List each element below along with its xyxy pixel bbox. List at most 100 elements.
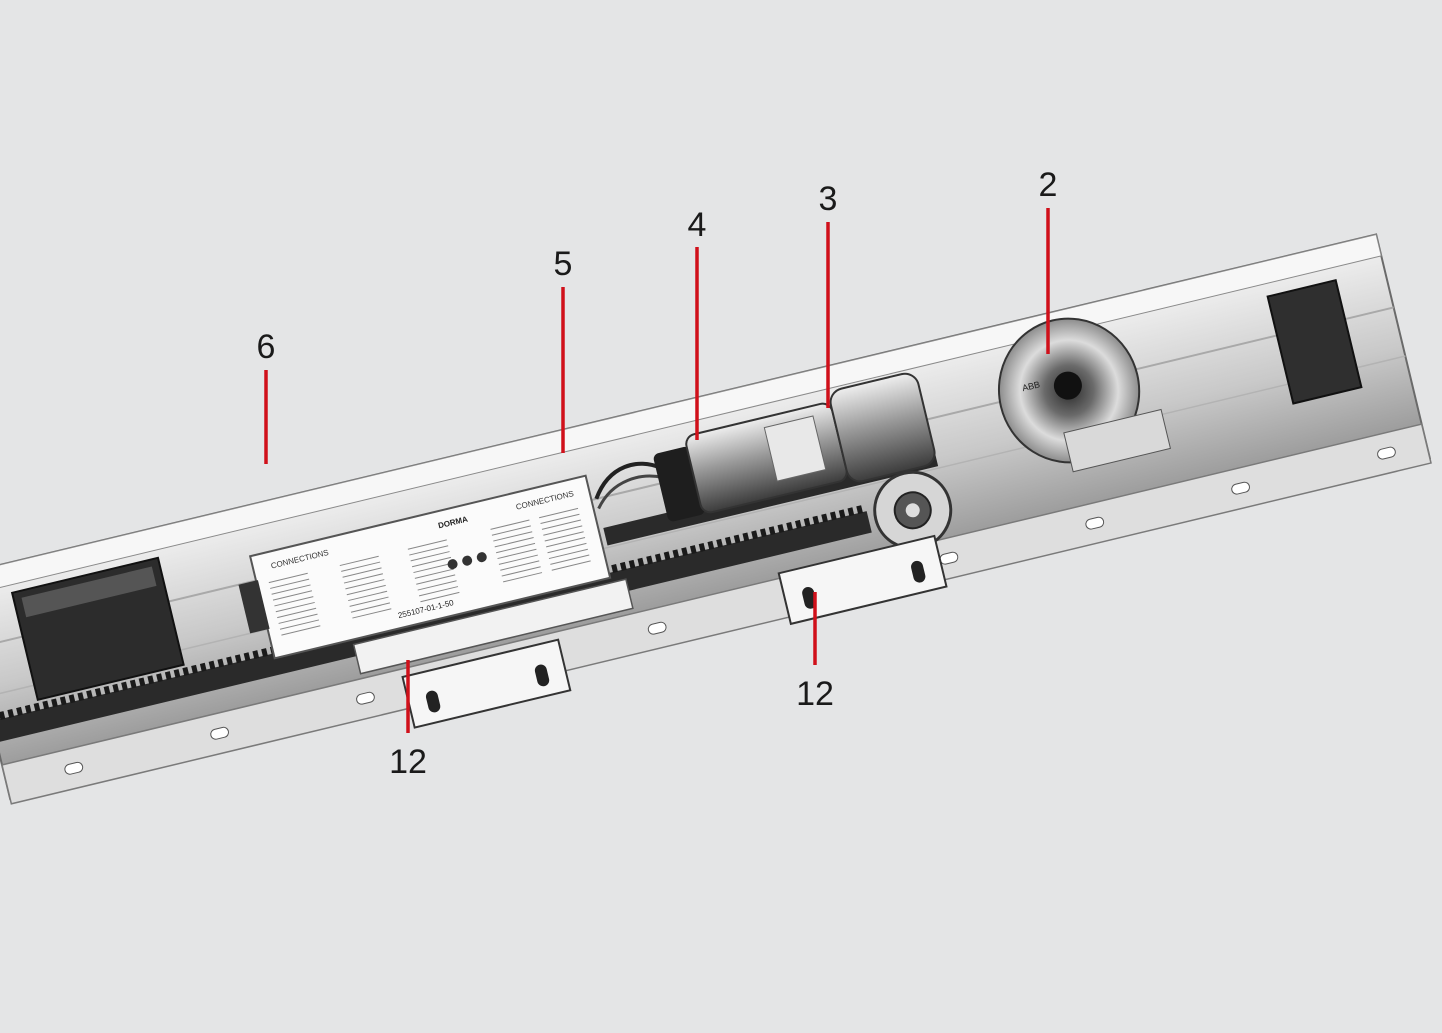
belt-tooth: [812, 515, 820, 525]
fine-print-line: [546, 537, 586, 548]
belt-tooth: [663, 551, 671, 561]
belt-tooth: [628, 559, 636, 569]
bracket-slot: [911, 560, 926, 583]
belt-tooth: [121, 681, 128, 691]
belt-tooth: [173, 669, 181, 679]
fine-print-line: [275, 601, 315, 613]
belt-tooth: [261, 648, 268, 658]
belt-tooth: [68, 694, 76, 704]
callout-label: 4: [688, 206, 707, 244]
belt-tooth: [129, 679, 137, 689]
fine-print-line: [352, 608, 392, 619]
module-terminal: [476, 552, 487, 563]
callout-label: 12: [796, 675, 834, 713]
callout-2: 2: [1039, 166, 1058, 354]
belt-tooth: [252, 650, 260, 660]
callout-6: 6: [257, 328, 275, 464]
fine-print-line: [540, 513, 580, 525]
belt-tooth: [243, 652, 251, 662]
belt-tooth: [33, 702, 41, 712]
fine-print-line: [277, 607, 317, 619]
fine-print-line: [279, 619, 320, 630]
belt-tooth: [786, 522, 793, 531]
callout-label: 2: [1039, 166, 1058, 204]
fine-print-line: [547, 542, 587, 554]
belt-tooth: [707, 540, 715, 550]
fine-print-line: [272, 590, 313, 601]
belt-tooth: [24, 704, 32, 714]
belt-tooth: [716, 538, 723, 548]
fine-print-line: [491, 525, 531, 536]
fine-print-line: [349, 596, 389, 607]
belt-tooth: [803, 517, 811, 527]
flange-slot: [64, 761, 84, 775]
belt-tooth: [7, 708, 15, 718]
right-end-stop: [1266, 278, 1363, 405]
belt-tooth: [191, 664, 198, 674]
fine-print-line: [494, 537, 534, 548]
belt-tooth: [94, 687, 102, 697]
fine-print-line: [278, 613, 318, 624]
fine-print-line: [551, 560, 591, 571]
callout-label: 3: [819, 180, 838, 218]
fine-print-line: [345, 579, 385, 590]
fine-print-line: [543, 525, 583, 536]
belt-tooth: [829, 511, 837, 521]
belt-tooth: [672, 549, 680, 559]
control-module: CONNECTIONS CONNECTIONS DORMA 255107-01-…: [238, 474, 612, 660]
fine-print-line: [417, 580, 457, 591]
gearbox: [829, 372, 936, 483]
motor-cable: [594, 461, 662, 500]
belt-tooth: [86, 690, 93, 700]
fine-print-line: [490, 519, 530, 530]
fine-print-line: [493, 531, 533, 542]
callout-3: 3: [819, 180, 838, 408]
belt-tooth: [794, 519, 802, 529]
motor-rating-plate: [763, 415, 827, 482]
flange-slot: [1085, 516, 1105, 530]
belt-tooth: [681, 547, 688, 557]
fine-print-line: [411, 556, 452, 568]
transformer-wrap: [1063, 408, 1172, 473]
belt-tooth: [733, 534, 741, 544]
belt-tooth: [742, 532, 750, 542]
bracket-slot: [802, 586, 817, 609]
belt-tooth: [156, 673, 163, 683]
fine-print-line: [496, 542, 536, 554]
belt-tooth: [777, 524, 785, 534]
fine-print-line: [281, 625, 321, 636]
belt-tooth: [0, 711, 6, 721]
fine-print-line: [339, 555, 379, 567]
belt-tooth: [147, 675, 155, 685]
module-terminal: [462, 555, 473, 566]
fine-print-line: [348, 590, 388, 602]
belt-tooth: [164, 671, 172, 681]
profile-top-lip: [0, 233, 1382, 598]
fine-print-line: [274, 596, 314, 607]
fine-print-line: [407, 539, 447, 550]
fine-print-line: [270, 578, 310, 589]
fine-print-line: [416, 574, 456, 585]
bracket-slot: [534, 664, 550, 687]
belt-tooth: [751, 530, 758, 540]
carriage-bracket: [777, 534, 948, 626]
fine-print-line: [497, 548, 537, 560]
fine-print-line: [544, 531, 584, 542]
belt-tooth: [182, 666, 190, 676]
belt-tooth: [138, 677, 146, 687]
belt-tooth: [724, 536, 732, 546]
fine-print-line: [550, 554, 590, 565]
fine-print-line: [268, 572, 308, 584]
belt-tooth: [217, 658, 225, 668]
fine-print-line: [539, 507, 579, 519]
slider-plate: [352, 578, 634, 675]
belt-tooth: [838, 509, 846, 519]
transformer-label: ABB: [1021, 379, 1041, 393]
belt-tooth: [759, 528, 767, 538]
fine-print-line: [503, 572, 543, 583]
belt-tooth: [637, 557, 645, 567]
callout-layer: 2 3 4 5 6 12 12: [257, 166, 1058, 781]
fine-print-line: [341, 561, 381, 572]
callout-label: 5: [554, 245, 573, 283]
